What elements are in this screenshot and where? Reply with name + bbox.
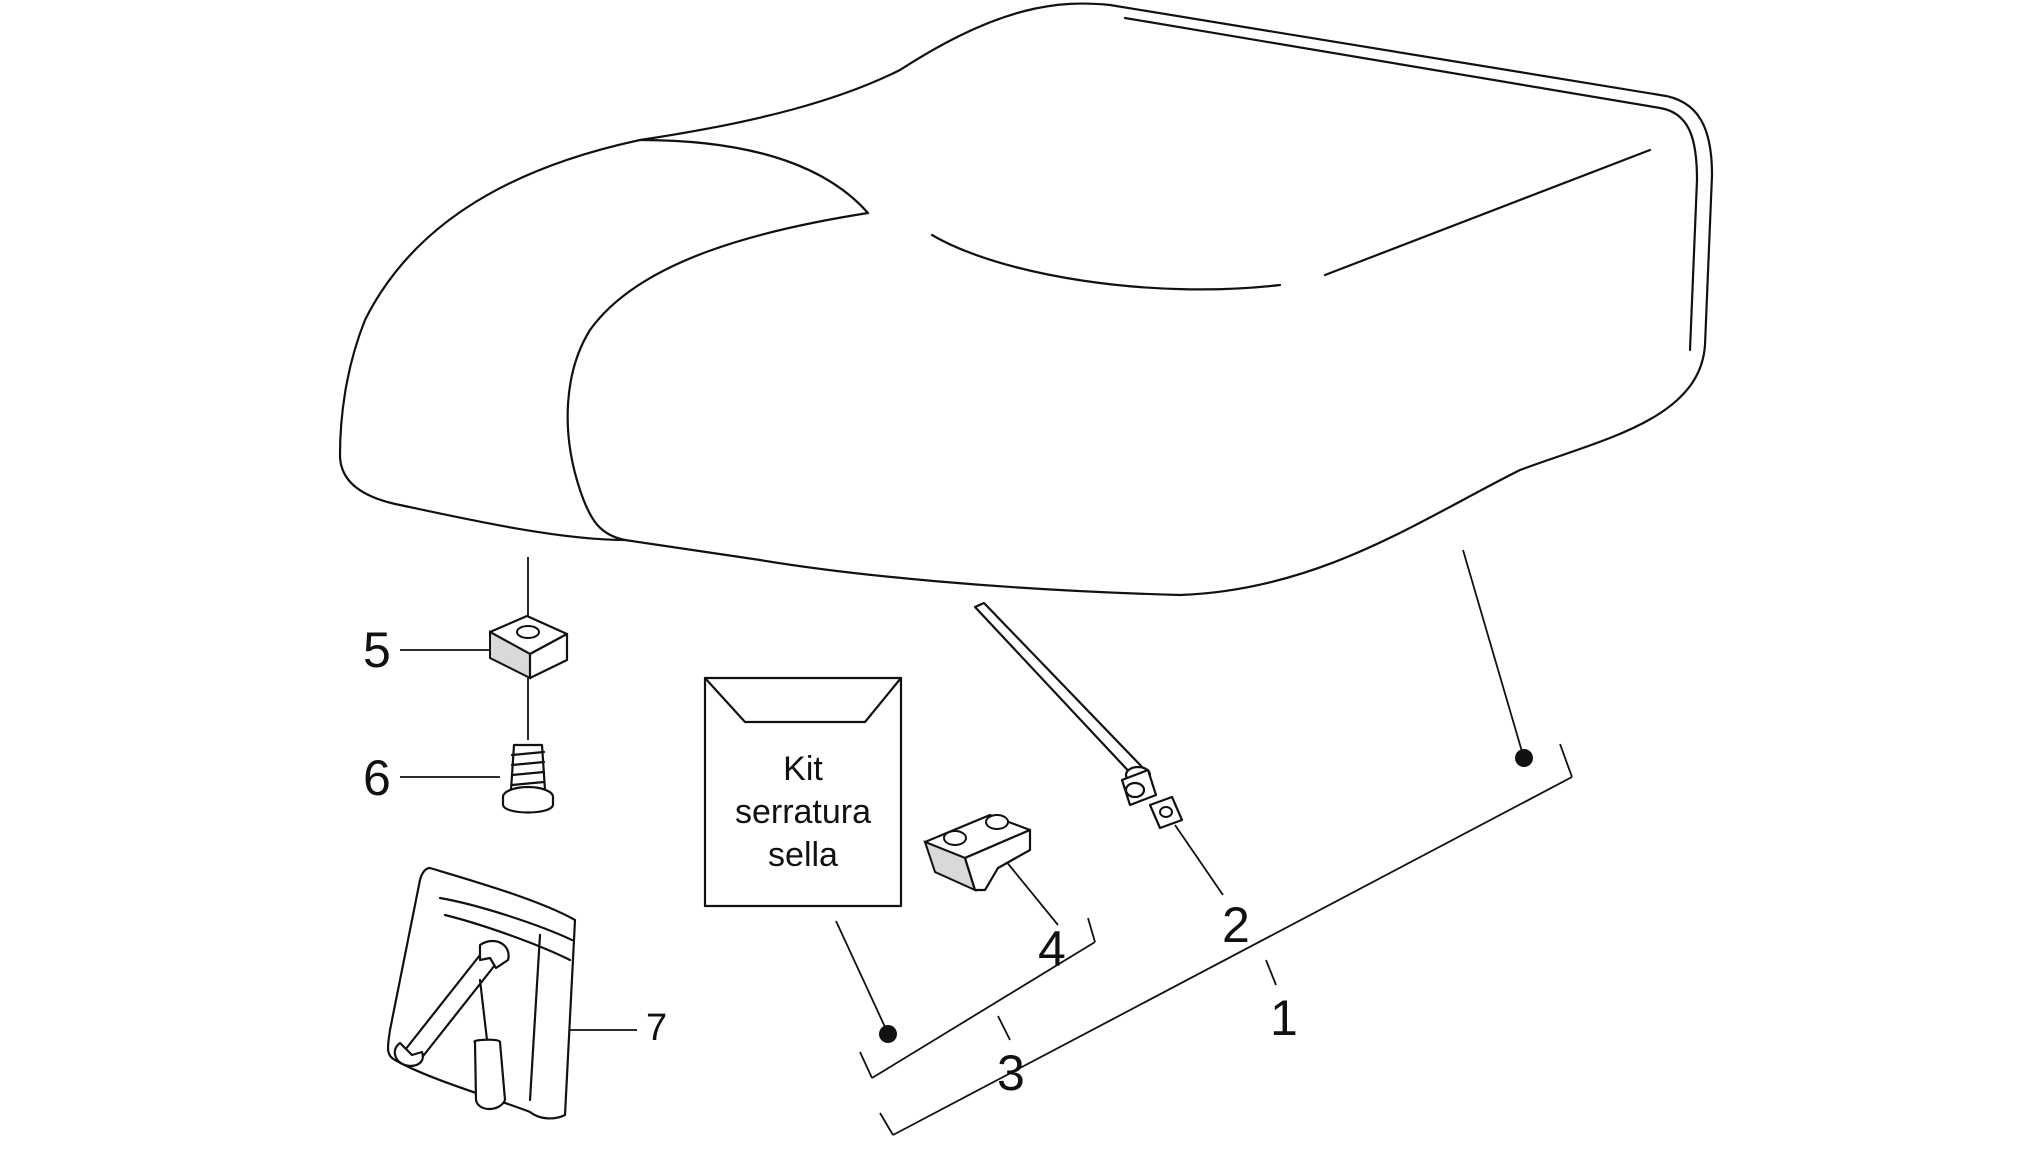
kit-label-line-2: serratura — [735, 793, 871, 831]
callout-6: 6 — [363, 750, 391, 806]
kit-label-line-3: sella — [768, 836, 838, 874]
callout-numbers: 1 2 3 4 5 6 7 — [363, 622, 1298, 1101]
seat-strap — [973, 601, 1184, 830]
callout-3: 3 — [997, 1045, 1025, 1101]
seat — [338, 2, 1714, 597]
lock-bracket — [923, 813, 1032, 892]
reference-dot-seat — [1515, 749, 1533, 767]
callout-5: 5 — [363, 622, 391, 678]
callout-1: 1 — [1270, 990, 1298, 1046]
callout-2: 2 — [1222, 897, 1250, 953]
leader-lines — [400, 549, 1573, 1136]
tool-kit-bag — [386, 866, 577, 1120]
callout-4: 4 — [1038, 921, 1066, 977]
clip-nut — [488, 614, 569, 680]
reference-dot-kit — [879, 1025, 897, 1043]
screw — [501, 743, 555, 814]
lock-kit-envelope: Kit serratura sella — [703, 676, 903, 908]
callout-7: 7 — [646, 1007, 667, 1049]
kit-label-line-1: Kit — [783, 750, 823, 788]
